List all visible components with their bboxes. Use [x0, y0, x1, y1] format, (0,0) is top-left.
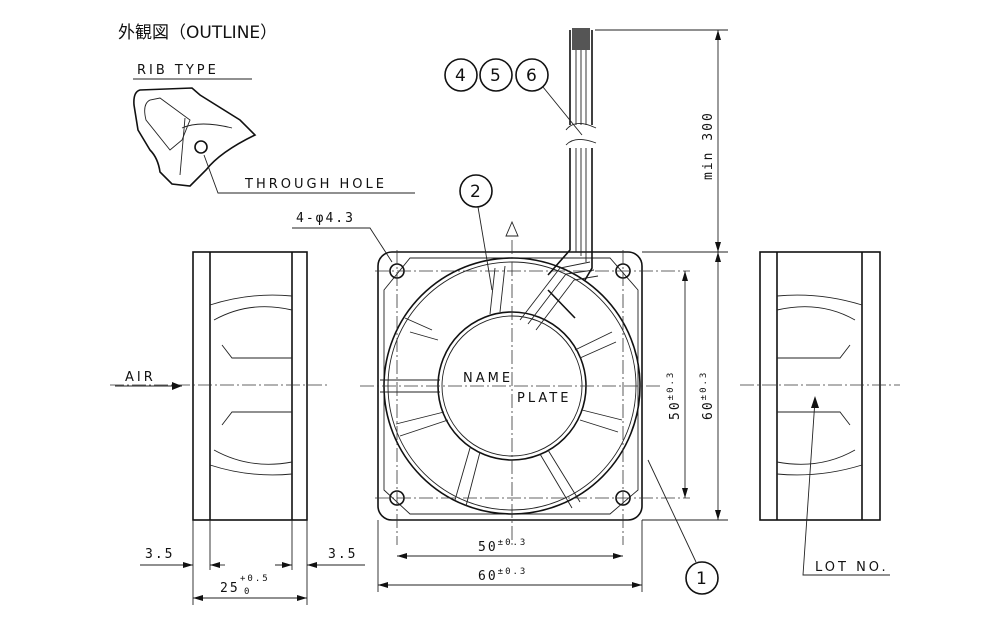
hole-spec-label: 4-φ4.3 [296, 211, 355, 226]
air-label: AIR [125, 370, 156, 385]
side-view-left [110, 251, 330, 521]
svg-text:3.5: 3.5 [328, 547, 357, 562]
dimensions: 50±0.3 60±0.3 50±0.3 60±0.3 min 300 3.5 … [140, 29, 728, 605]
svg-text:2: 2 [470, 182, 481, 202]
rib-type-label: RIB TYPE [137, 63, 219, 78]
side-view-right [740, 251, 900, 521]
svg-text:1: 1 [696, 569, 707, 589]
lead-wires [547, 28, 597, 281]
lot-arrow-icon [811, 396, 819, 408]
svg-text:0: 0 [244, 587, 251, 597]
through-hole-label: THROUGH HOLE [244, 177, 387, 192]
direction-mark-icon [505, 220, 519, 237]
svg-text:min 300: min 300 [701, 111, 716, 180]
svg-text:50±0.3: 50±0.3 [478, 538, 527, 555]
wire-ends [572, 28, 590, 50]
drawing-title: 外観図（OUTLINE） [118, 23, 277, 43]
svg-text:4: 4 [455, 66, 466, 86]
balloon-6: 6 [515, 58, 549, 92]
balloon-4: 4 [444, 58, 478, 92]
balloon-5: 5 [479, 58, 513, 92]
svg-text:5: 5 [490, 66, 501, 86]
balloon-2: 2 [459, 174, 493, 208]
svg-text:3.5: 3.5 [145, 547, 174, 562]
rib-type-detail: RIB TYPE THROUGH HOLE [133, 63, 415, 194]
air-arrow-icon [172, 382, 182, 390]
balloon-1: 1 [685, 561, 719, 595]
svg-text:6: 6 [526, 66, 537, 86]
svg-text:25: 25 [220, 581, 240, 596]
svg-text:+0.5: +0.5 [240, 574, 270, 584]
svg-text:50±0.3: 50±0.3 [666, 371, 683, 420]
name-label: NAME [463, 371, 513, 386]
lot-no-label: LOT NO. [815, 560, 889, 575]
front-view [360, 240, 690, 545]
plate-label: PLATE [517, 391, 571, 406]
svg-text:60±0.3: 60±0.3 [478, 567, 527, 584]
svg-text:60±0.3: 60±0.3 [699, 371, 716, 420]
